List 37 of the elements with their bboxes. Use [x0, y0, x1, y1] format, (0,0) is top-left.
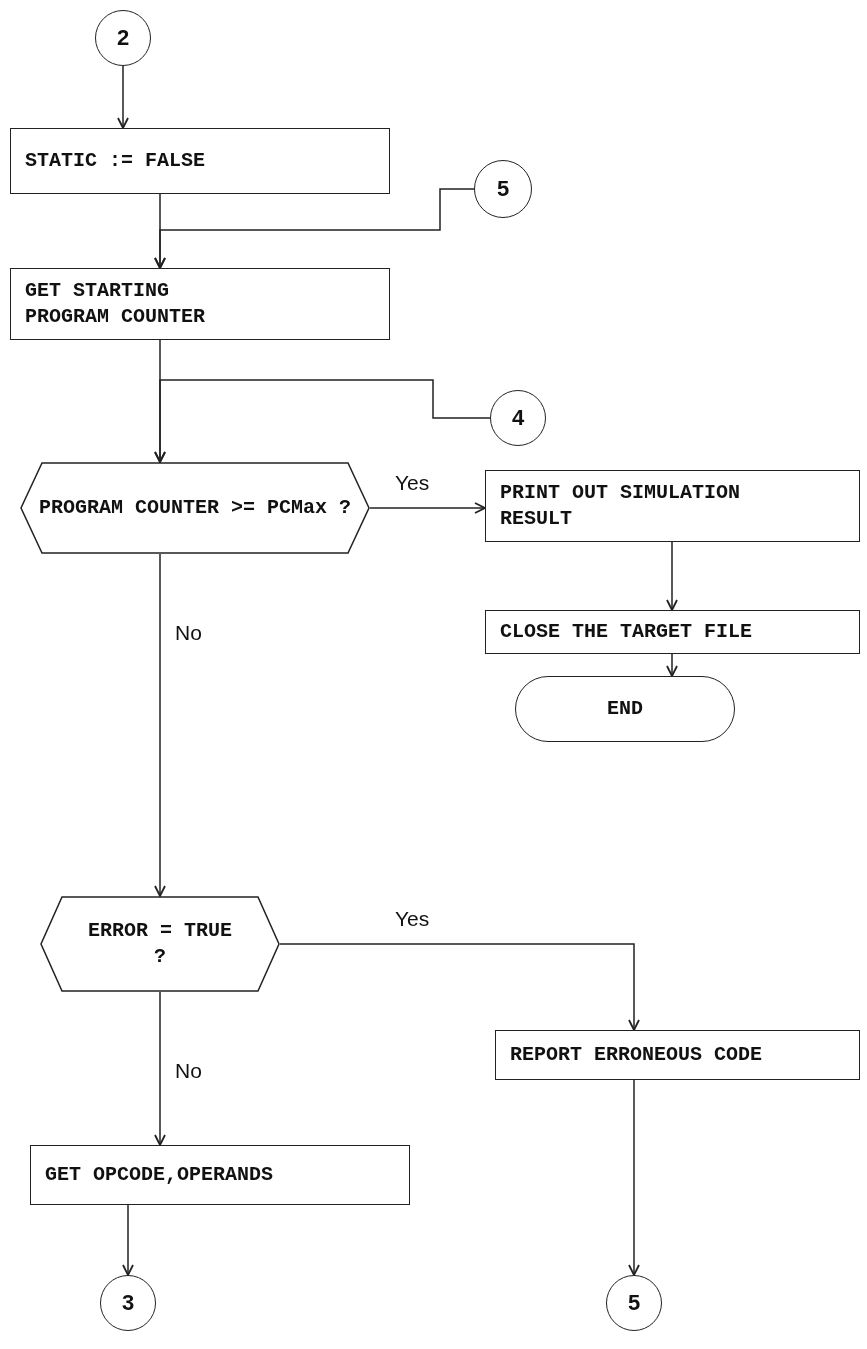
- flow-arrow: [666, 541, 678, 611]
- flow-arrow: [369, 502, 486, 514]
- process-box: [10, 128, 390, 194]
- process-box: [10, 268, 390, 340]
- flow-arrow: [154, 379, 491, 463]
- process-box: [485, 470, 860, 542]
- process-text: STATIC := FALSE: [25, 148, 206, 174]
- connector-number: 4: [511, 405, 525, 431]
- process-text: PRINT OUT SIMULATION RESULT: [500, 480, 742, 532]
- decision-text: PROGRAM COUNTER >= PCMax ?: [38, 495, 352, 521]
- process-text: GET STARTING PROGRAM COUNTER: [25, 278, 207, 330]
- process-text: CLOSE THE TARGET FILE: [500, 619, 753, 645]
- decision-hexagon: [20, 462, 370, 554]
- flow-arrow: [122, 1204, 134, 1276]
- connector-number: 5: [627, 1290, 641, 1316]
- flow-arrow: [154, 553, 166, 897]
- flow-arrow: [279, 943, 640, 1031]
- connector-number: 5: [496, 176, 510, 202]
- process-box: [30, 1145, 410, 1205]
- connector-circle: [606, 1275, 662, 1331]
- process-text: REPORT ERRONEOUS CODE: [510, 1042, 763, 1068]
- flow-arrow: [154, 188, 475, 269]
- connector-circle: [95, 10, 151, 66]
- flow-arrow: [628, 1079, 640, 1276]
- connector-circle: [490, 390, 546, 446]
- connector-circle: [100, 1275, 156, 1331]
- terminal-text: END: [607, 696, 643, 722]
- process-text: GET OPCODE,OPERANDS: [45, 1162, 274, 1188]
- process-box: [485, 610, 860, 654]
- flow-arrow: [154, 991, 166, 1146]
- decision-text: ERROR = TRUE ?: [87, 918, 233, 970]
- decision-hexagon: [40, 896, 280, 992]
- flow-arrow: [117, 65, 129, 129]
- connector-number: 3: [121, 1290, 135, 1316]
- connector-number: 2: [116, 25, 130, 51]
- flow-arrow: [666, 653, 678, 677]
- process-box: [495, 1030, 860, 1080]
